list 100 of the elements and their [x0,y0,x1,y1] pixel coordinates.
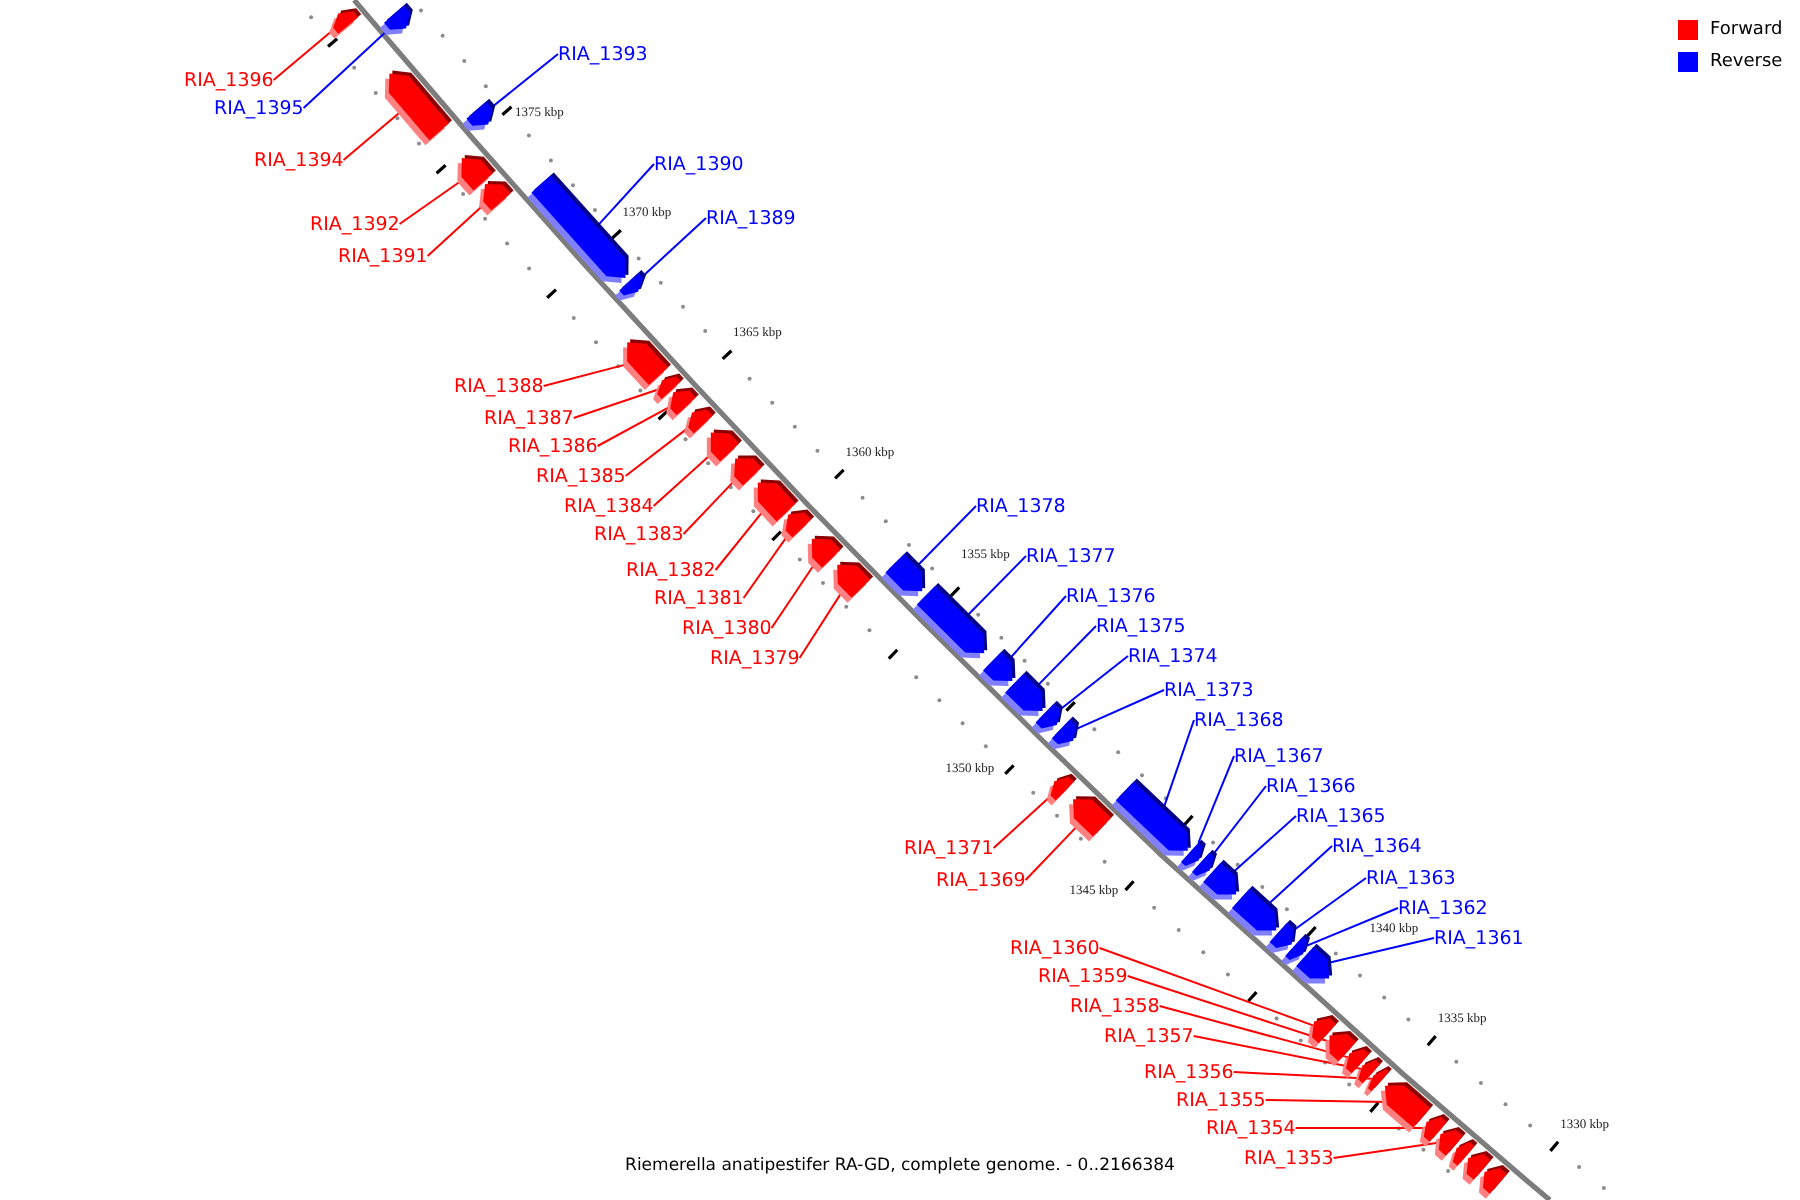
leader-line [596,405,672,447]
gene-label: RIA_1369 [936,869,1026,891]
leader-line [682,477,738,535]
leader-line [1008,595,1067,661]
legend-label: Forward [1710,19,1783,41]
gene-label: RIA_1355 [1176,1089,1266,1111]
gene-block [1199,859,1240,900]
gene-label: RIA_1386 [508,435,598,457]
map-caption: Riemerella anatipestifer RA-GD, complete genome. - 0..2166384 [625,1156,1175,1178]
gene-label: RIA_1368 [1194,709,1284,731]
gene-label: RIA_1392 [310,213,400,235]
gene-block [1047,716,1079,750]
gene-block [462,98,496,131]
gene-label: RIA_1357 [1104,1025,1194,1047]
gene-block [912,583,988,659]
leader-line [1326,937,1435,964]
gene-block [623,339,671,390]
leader-line [641,217,707,278]
leader-line [1304,907,1399,948]
gene-block [615,270,646,301]
gene-block [1380,1082,1434,1133]
leader-line [1231,815,1297,875]
leader-line [1158,1005,1350,1059]
gene-label: RIA_1383 [594,523,684,545]
gene-label: RIA_1393 [558,43,648,65]
leader-line [572,388,660,419]
gene-block [1046,773,1077,806]
gene-label: RIA_1382 [626,559,716,581]
gene-block [706,429,742,467]
gene-block [1479,1165,1510,1199]
gene-block [881,551,926,597]
gene-block [384,70,452,146]
leader-line [595,163,655,228]
gene-label: RIA_1385 [536,465,626,487]
gene-label: RIA_1381 [654,587,744,609]
gene-label: RIA_1391 [338,245,428,267]
gene-block [781,509,815,543]
gene-block [1111,778,1191,856]
leader-line [1292,877,1367,932]
gene-block [833,561,874,603]
gene-label: RIA_1371 [904,837,994,859]
gene-block [807,535,844,573]
leader-line [624,426,690,477]
legend-label: Reverse [1710,51,1783,73]
leader-line [1074,689,1165,731]
gene-block [1069,796,1114,842]
leader-line [652,452,714,507]
gene-label: RIA_1363 [1366,867,1456,889]
leader-line [1211,785,1267,857]
gene-label: RIA_1359 [1038,965,1128,987]
gene-label: RIA_1378 [976,495,1066,517]
gene-label: RIA_1395 [214,97,304,119]
leader-line [426,202,486,257]
gene-label: RIA_1362 [1398,897,1488,919]
gene-label: RIA_1387 [484,407,574,429]
gene-label: RIA_1384 [564,495,654,517]
leader-line [1294,1127,1427,1129]
gene-label: RIA_1365 [1296,805,1386,827]
gene-label: RIA_1366 [1266,775,1356,797]
leader-line [1035,625,1097,688]
leader-line [342,108,405,161]
gene-label: RIA_1380 [682,617,772,639]
leader-line [1197,755,1235,844]
gene-label: RIA_1379 [710,647,800,669]
leader-line [1058,655,1129,711]
gene-label: RIA_1354 [1206,1117,1296,1139]
gene-block [1031,700,1063,734]
gene-block [1292,943,1333,984]
gene-label: RIA_1356 [1144,1061,1234,1083]
gene-label: RIA_1373 [1164,679,1254,701]
gene-label: RIA_1388 [454,375,544,397]
gene-block [730,455,765,491]
leader-line [965,555,1027,618]
gene-block [684,406,716,439]
leader-line [1266,845,1333,906]
gene-label: RIA_1390 [654,153,744,175]
leader-line [1192,1035,1363,1070]
leader-line [490,53,559,109]
leader-line [992,794,1052,849]
gene-label: RIA_1394 [254,149,344,171]
gene-label: RIA_1377 [1026,545,1116,567]
gene-label: RIA_1376 [1066,585,1156,607]
leader-line [1332,1141,1441,1159]
gene-block [1228,885,1280,936]
leader-line [915,505,977,568]
gene-label: RIA_1396 [184,69,274,91]
gene-block [979,648,1016,686]
gene-block [479,181,514,216]
gene-block [329,8,362,39]
leader-line [1098,947,1315,1027]
gene-label: RIA_1367 [1234,745,1324,767]
gene-label: RIA_1353 [1244,1147,1334,1169]
gene-label: RIA_1361 [1434,927,1524,949]
gene-label: RIA_1389 [706,207,796,229]
gene-label: RIA_1374 [1128,645,1218,667]
leader-line [1024,822,1081,881]
gene-label: RIA_1375 [1096,615,1186,637]
gene-label: RIA_1364 [1332,835,1422,857]
gene-label: RIA_1360 [1010,937,1100,959]
gene-block [1001,670,1046,716]
